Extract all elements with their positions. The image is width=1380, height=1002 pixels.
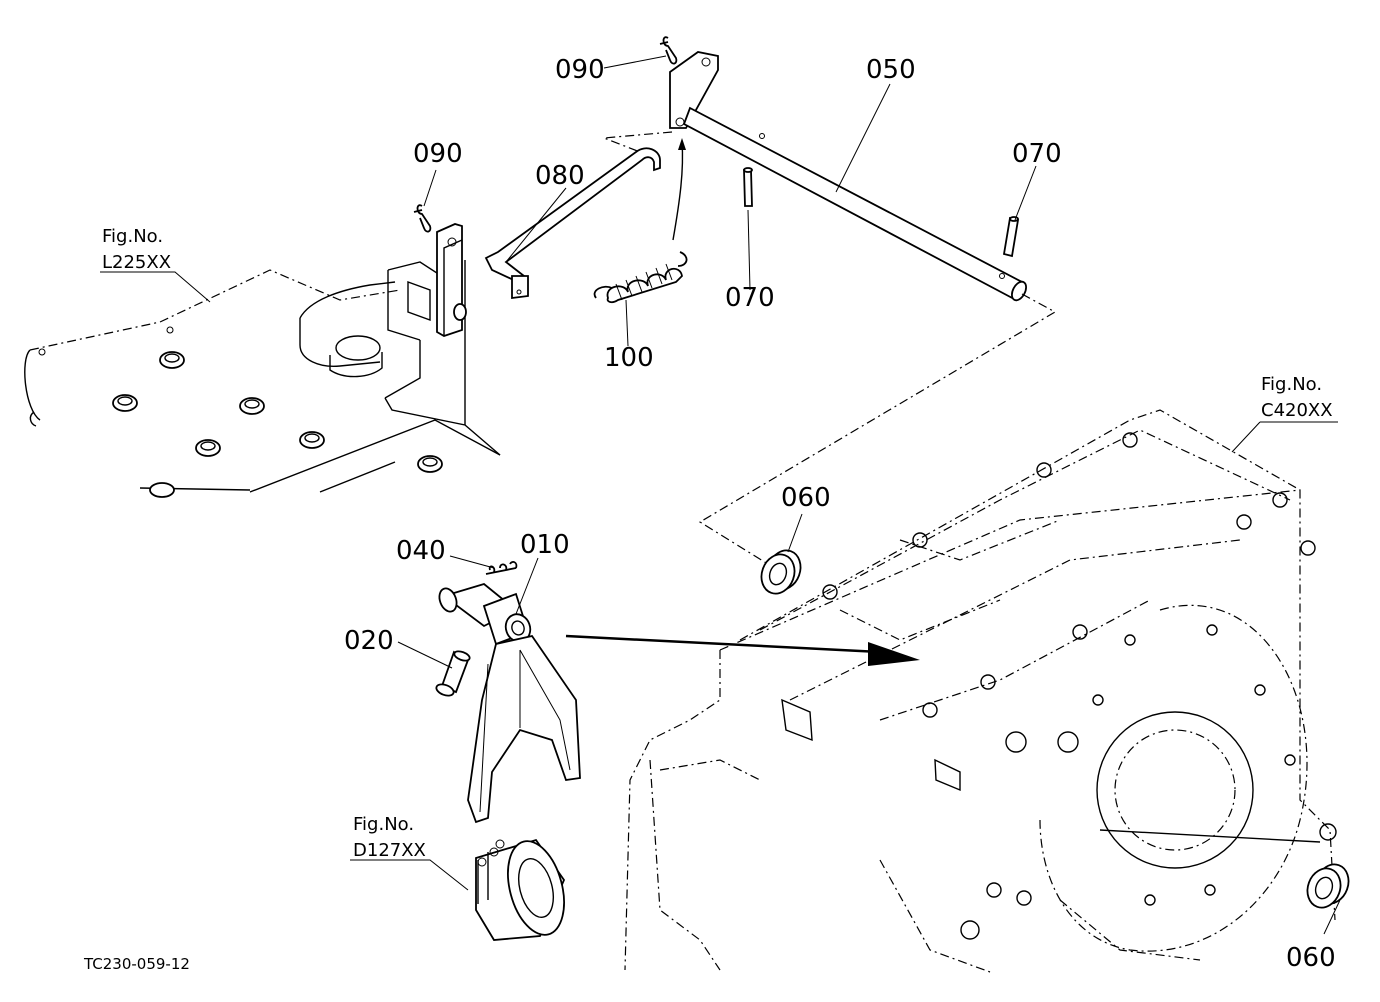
figref-c420-line2: C420XX <box>1261 400 1333 421</box>
label-020[interactable]: 020 <box>344 626 394 656</box>
housing-plate-l225 <box>24 223 501 498</box>
label-090-left[interactable]: 090 <box>413 139 463 169</box>
spring-100 <box>593 138 688 304</box>
pin-070-b <box>1002 216 1020 258</box>
figref-c420[interactable]: Fig.No. C420XX <box>1261 374 1333 421</box>
pin-070-a <box>743 167 753 207</box>
label-100[interactable]: 100 <box>604 343 654 373</box>
diagram-code: TC230-059-12 <box>83 955 190 973</box>
label-050[interactable]: 050 <box>866 55 916 85</box>
label-080[interactable]: 080 <box>535 161 585 191</box>
release-fork-010 <box>438 583 581 824</box>
leader-lines <box>100 55 1341 935</box>
assembly-arrow <box>565 634 920 666</box>
label-070-right[interactable]: 070 <box>1012 139 1062 169</box>
seal-060-b <box>1306 863 1350 909</box>
rod-080 <box>484 147 661 300</box>
part-labels: 090 050 090 070 080 070 100 060 040 010 … <box>344 55 1336 973</box>
label-040[interactable]: 040 <box>396 536 446 566</box>
figref-l225-line2: L225XX <box>102 252 171 273</box>
transmission-case-c420 <box>624 409 1337 973</box>
clip-040 <box>485 561 518 575</box>
label-010[interactable]: 010 <box>520 530 570 560</box>
case-bolts <box>822 432 1337 940</box>
figref-d127[interactable]: Fig.No. D127XX <box>353 814 426 861</box>
seal-060-a <box>760 549 802 595</box>
figref-l225-line1: Fig.No. <box>102 226 163 247</box>
label-060-bottom[interactable]: 060 <box>1286 943 1336 973</box>
pin-020 <box>435 650 471 697</box>
figref-c420-line1: Fig.No. <box>1261 374 1322 395</box>
label-090-top[interactable]: 090 <box>555 55 605 85</box>
clip-090-top <box>659 36 678 65</box>
figref-d127-line1: Fig.No. <box>353 814 414 835</box>
label-060-top[interactable]: 060 <box>781 483 831 513</box>
figref-l225[interactable]: Fig.No. L225XX <box>102 226 171 273</box>
release-bearing-d127 <box>475 838 566 941</box>
label-070-left[interactable]: 070 <box>725 283 775 313</box>
figref-d127-line2: D127XX <box>353 840 426 861</box>
clip-090-left <box>413 204 432 233</box>
